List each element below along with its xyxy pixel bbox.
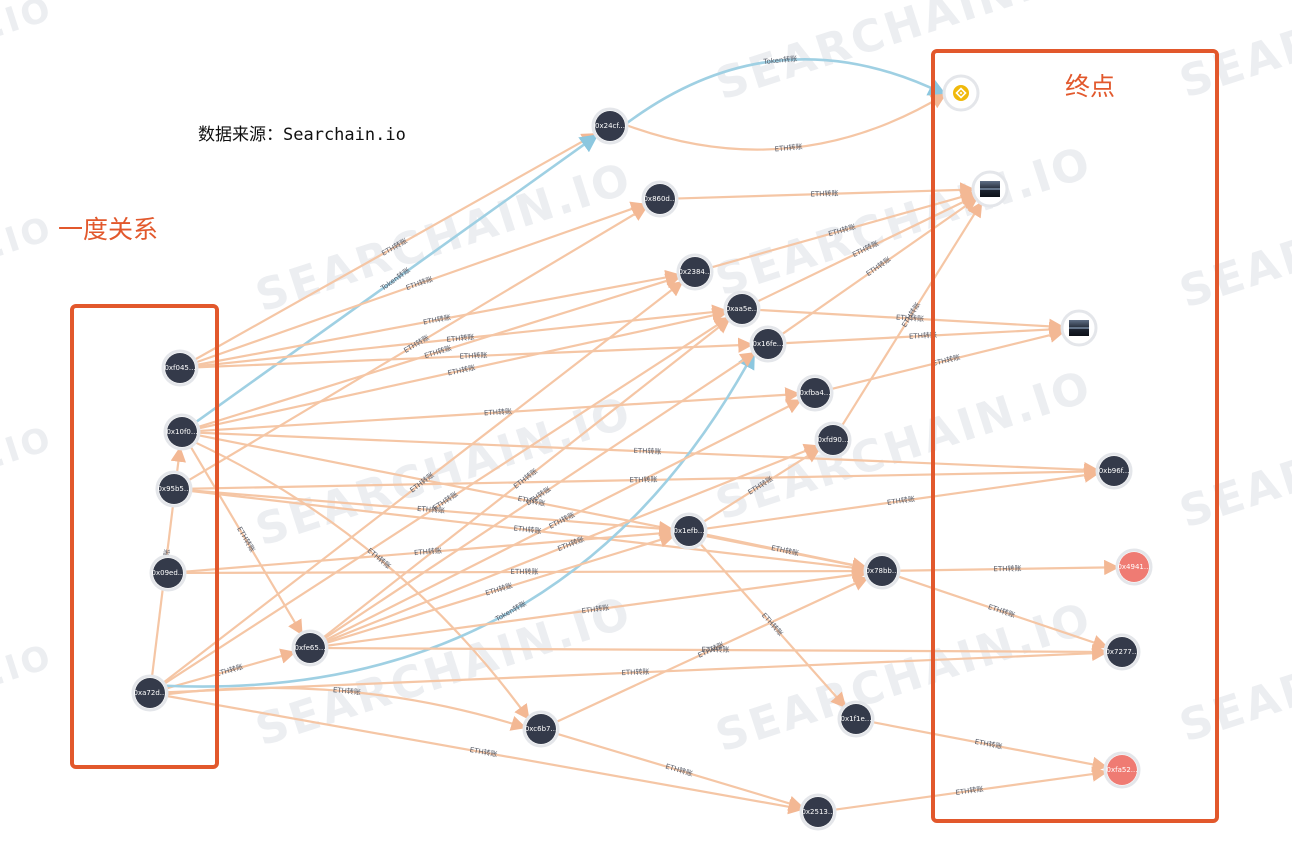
edge-label: ETH转账 — [422, 313, 451, 327]
edge-label: ETH转账 — [447, 363, 476, 378]
address-node[interactable]: 0xc6b7... — [524, 712, 558, 746]
edge-label: ETH转账 — [459, 350, 487, 360]
node-address-label: 0x2513... — [801, 808, 834, 816]
edge-label: ETH转账 — [405, 274, 434, 292]
node-address-label: 0x1efb... — [674, 527, 705, 535]
edge-label: ETH转账 — [774, 142, 803, 154]
edge-label: ETH转账 — [484, 581, 513, 598]
address-node[interactable]: 0x2384... — [678, 255, 712, 289]
address-node[interactable]: 0x2513... — [801, 795, 835, 829]
node-address-label: 0xfe65... — [295, 644, 326, 652]
data-source-note: 数据来源：Searchain.io — [198, 120, 406, 145]
address-node[interactable]: 0xaa5e... — [725, 292, 759, 326]
address-node[interactable]: 0x24cf... — [593, 109, 627, 143]
edge-label: ETH转账 — [366, 546, 393, 571]
node-address-label: 0x2384... — [678, 268, 711, 276]
edge-label: ETH转账 — [633, 446, 661, 456]
address-node[interactable]: 0xfe65... — [293, 631, 327, 665]
edge-label: ETH转账 — [621, 667, 649, 677]
edge-label: ETH转账 — [215, 662, 244, 678]
node-address-label: 0x1f1e... — [841, 715, 872, 723]
edge-label: ETH转账 — [760, 611, 785, 638]
node-address-label: 0xfd90... — [817, 436, 848, 444]
watermark-text: IN.IO — [0, 636, 58, 708]
edge-label: ETH转账 — [513, 523, 542, 535]
edge-label: ETH转账 — [810, 189, 838, 199]
endpoint-highlight-box — [931, 49, 1219, 823]
edge-label: ETH转账 — [484, 407, 512, 418]
edge-label: ETH转账 — [664, 762, 693, 779]
node-address-label: 0x78bb... — [865, 567, 898, 575]
address-node[interactable]: 0x1f1e... — [839, 702, 873, 736]
node-address-label: 0x24cf... — [595, 122, 625, 130]
node-address-label: 0x16fe... — [753, 340, 784, 348]
edge-label: ETH转账 — [886, 494, 915, 507]
node-address-label: 0x860d... — [643, 195, 676, 203]
node-address-label: 0xc6b7... — [525, 725, 557, 733]
node-address-label: 0xaa5e... — [726, 305, 759, 313]
edge-label: ETH转账 — [629, 475, 657, 485]
edge-label: ETH转账 — [469, 745, 498, 759]
edge-label: ETH转账 — [771, 543, 800, 557]
edge-label: ETH转账 — [414, 546, 443, 557]
watermark-text: SEARCHAIN.IO — [250, 387, 639, 557]
edge-label: ETH转账 — [511, 567, 539, 576]
watermark-text: IN.IO — [0, 0, 58, 61]
address-node[interactable]: 0x16fe... — [751, 327, 785, 361]
first-degree-highlight-box — [70, 304, 219, 769]
address-node[interactable]: 0xfd90... — [816, 423, 850, 457]
address-node[interactable]: 0x860d... — [643, 182, 677, 216]
address-node[interactable]: 0x78bb... — [865, 554, 899, 588]
edge-label: ETH转账 — [696, 640, 725, 660]
first-degree-annotation: 一度关系 — [58, 210, 158, 246]
edge-label: ETH转账 — [556, 534, 585, 553]
watermark-text: IN.IO — [0, 418, 58, 490]
eth-transfer-edge — [625, 94, 945, 149]
address-node[interactable]: 0x1efb... — [672, 514, 706, 548]
node-address-label: 0xfba4... — [800, 389, 831, 397]
address-node[interactable]: 0xfba4... — [798, 376, 832, 410]
watermark-text: IN.IO — [0, 208, 58, 280]
edge-label: ETH转账 — [235, 525, 257, 554]
